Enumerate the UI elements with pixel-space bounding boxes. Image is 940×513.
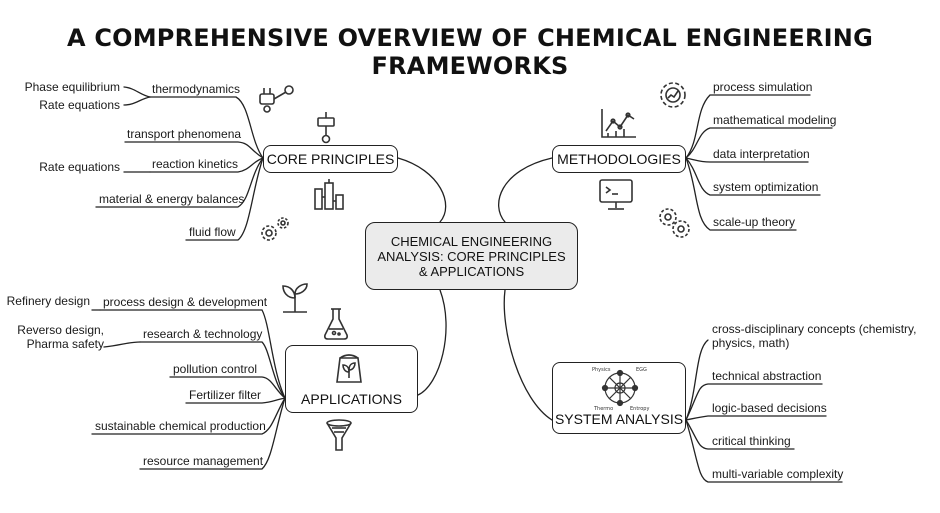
refinery-icon <box>312 177 346 211</box>
core-item-transport: transport phenomena <box>127 127 242 141</box>
app-item-sustainable: sustainable chemical production <box>95 419 266 433</box>
link-center-apps <box>417 289 447 396</box>
piston-icon <box>314 110 338 144</box>
wheel-label-physics: Physics <box>592 367 611 373</box>
link-methods-modeling <box>685 127 833 159</box>
link-core-thermo <box>149 96 264 159</box>
link-methods-optimization <box>685 157 821 196</box>
wheel-diagram-icon: Physics EGG Thermo Entropy <box>590 364 650 412</box>
link-system-abstraction <box>685 383 823 421</box>
gear-chart-icon <box>656 78 690 112</box>
link-thermo-rate <box>123 96 151 106</box>
fertilizer-bag-icon <box>334 352 364 386</box>
method-item-scaleup: scale-up theory <box>713 215 796 229</box>
link-system-cross <box>685 339 709 421</box>
method-item-modeling: mathematical modeling <box>713 113 837 127</box>
link-apps-pollution <box>169 376 286 399</box>
wheel-label-entropy: Entropy <box>630 406 649 412</box>
link-methods-simulation <box>685 94 811 159</box>
central-topic-label: CHEMICAL ENGINEERING ANALYSIS: CORE PRIN… <box>377 233 566 279</box>
plant-sprout-icon <box>277 280 313 316</box>
core-item-kinetics: reaction kinetics <box>152 157 239 171</box>
engine-icon <box>256 82 300 116</box>
link-center-methods <box>498 157 553 223</box>
page-title: A COMPREHENSIVE OVERVIEW OF CHEMICAL ENG… <box>66 24 873 80</box>
line-chart-icon <box>598 107 638 141</box>
link-thermo-phase <box>123 86 151 98</box>
system-analysis-label: SYSTEM ANALYSIS <box>554 411 684 427</box>
link-center-system <box>503 289 553 421</box>
app-item-fertilizer: Fertilizer filter <box>189 388 262 402</box>
link-core-balances <box>95 157 264 208</box>
link-apps-resource <box>139 397 286 470</box>
system-item-critical: critical thinking <box>712 434 791 448</box>
core-sub-rate-equations-2: Rate equations <box>39 160 120 174</box>
method-item-optimization: system optimization <box>713 180 819 194</box>
flask-icon <box>322 307 350 341</box>
core-item-balances: material & energy balances <box>99 192 245 206</box>
app-item-process-design: process design & development <box>103 295 268 309</box>
link-apps-fertilizer <box>185 397 286 404</box>
applications-label: APPLICATIONS <box>301 391 402 407</box>
link-methods-data <box>685 157 809 163</box>
link-core-transport <box>124 141 264 159</box>
terminal-monitor-icon <box>598 178 634 212</box>
wheel-label-egg: EGG <box>636 367 647 373</box>
app-sub-refinery: Refinery design <box>6 294 90 308</box>
system-item-logic: logic-based decisions <box>712 401 827 415</box>
central-topic: CHEMICAL ENGINEERING ANALYSIS: CORE PRIN… <box>365 222 578 290</box>
filter-funnel-icon <box>324 418 354 454</box>
system-item-abstraction: technical abstraction <box>712 369 822 383</box>
app-item-resource: resource management <box>143 454 264 468</box>
core-principles-label: CORE PRINCIPLES <box>266 151 395 167</box>
gears-icon <box>256 213 292 247</box>
link-system-complexity <box>685 419 843 483</box>
link-methods-scaleup <box>685 157 797 231</box>
link-center-core <box>397 157 447 223</box>
core-item-thermodynamics: thermodynamics <box>152 82 241 96</box>
link-apps-sustainable <box>91 397 286 435</box>
core-principles-node: CORE PRINCIPLES <box>263 145 398 173</box>
app-item-pollution: pollution control <box>173 362 258 376</box>
method-item-simulation: process simulation <box>713 80 813 94</box>
link-apps-research <box>139 341 286 399</box>
core-sub-phase-equilibrium: Phase equilibrium <box>24 80 120 94</box>
system-item-cross: cross-disciplinary concepts (chemistry, … <box>712 322 917 350</box>
app-item-research: research & technology <box>143 327 263 341</box>
core-item-fluid-flow: fluid flow <box>189 225 236 239</box>
system-item-complexity: multi-variable complexity <box>712 467 844 481</box>
core-sub-rate-equations-1: Rate equations <box>39 98 120 112</box>
link-research-reverso <box>103 341 141 348</box>
applications-node: APPLICATIONS <box>285 345 418 413</box>
method-item-data: data interpretation <box>713 147 810 161</box>
gear-cluster-icon <box>656 205 692 241</box>
wheel-label-thermo: Thermo <box>593 406 613 412</box>
link-system-logic <box>685 415 827 421</box>
app-sub-reverso: Reverso design, Pharma safety <box>17 323 104 351</box>
methodologies-node: METHODOLOGIES <box>552 145 686 173</box>
methodologies-label: METHODOLOGIES <box>557 151 681 167</box>
link-system-critical <box>685 419 795 450</box>
link-apps-design <box>99 309 286 399</box>
link-core-kinetics <box>149 157 264 173</box>
link-core-fluid <box>185 157 264 241</box>
